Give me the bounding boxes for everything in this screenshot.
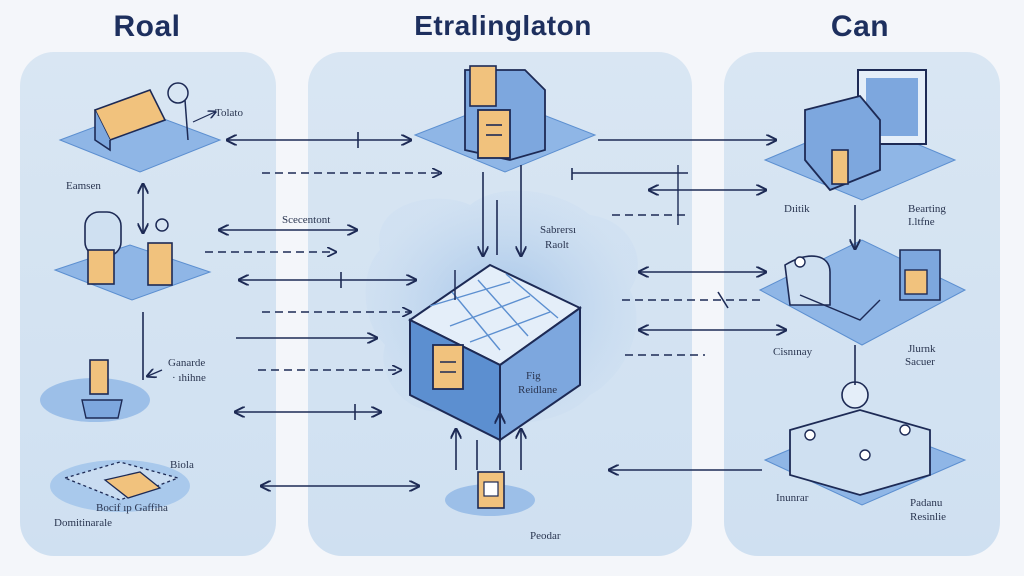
left-bottom-map-icon [50,460,190,512]
middle-center-label-1: Fig [526,370,541,382]
right-bottom-hub-icon [763,381,967,506]
left-column-title: Roal [113,10,181,43]
left-bottom-label-2: Bocif ıp Gaffiha [96,502,168,514]
left-garden-label-1: Ganarde [168,357,206,369]
right-top-monitor-icon [763,69,957,201]
right-mid-label-3: Sacuer [905,356,935,368]
middle-column-title: Etralinglaton [414,10,592,41]
left-mid-arrow-label: Scecentont [282,214,331,226]
right-mid-label-2: Jlurnk [908,343,936,355]
middle-top-cabinet-icon [413,65,597,173]
middle-center-label-2: Reidlane [518,384,558,396]
right-bottom-label-1: Inunrar [776,492,809,504]
right-column-title: Can [830,10,890,43]
right-bottom-label-3: Resinlie [910,511,947,523]
right-bottom-label-2: Padanu [910,497,943,509]
right-top-label-1: Dıitik [784,203,810,215]
left-top-platform-icon [58,82,222,173]
left-garden-platform-icon [40,359,150,422]
left-bottom-label-1: Biola [170,459,194,471]
right-mid-network-icon [758,239,967,346]
right-top-label-2: Bearting [908,203,946,215]
left-mid-platform-icon [53,211,212,301]
left-top-tag-label: Tolato [215,107,243,119]
middle-bottom-label: Peodar [530,530,561,542]
middle-bottom-device-icon [445,471,535,516]
middle-top-label-2: Raolt [545,239,569,251]
right-mid-label-1: Cisnınay [773,346,813,358]
right-top-label-3: I.ltfne [908,216,935,228]
middle-top-label-1: Sabrersı [540,224,577,236]
left-top-label: Eamsen [66,180,101,192]
left-garden-label-2: · ıhihne [172,372,206,384]
middle-central-server-icon [408,263,582,442]
left-bottom-label-3: Domitinarale [54,517,113,529]
